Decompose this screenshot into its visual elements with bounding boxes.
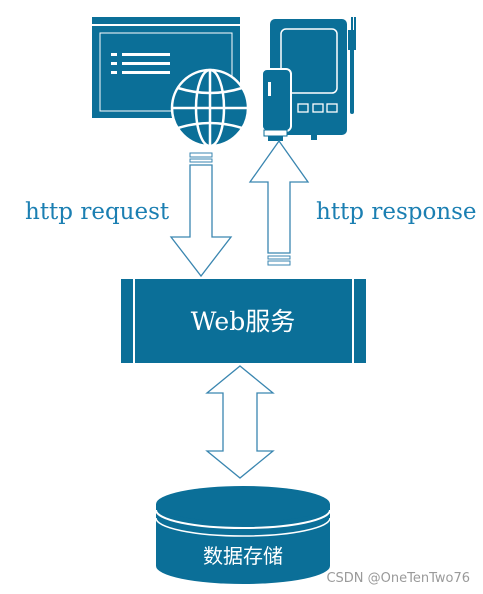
http-request-arrow bbox=[169, 152, 233, 278]
database-cylinder-icon: 数据存储 bbox=[155, 486, 331, 584]
http-request-label: http request bbox=[25, 199, 170, 225]
browser-window-icon bbox=[92, 17, 240, 118]
bidirectional-arrow bbox=[205, 365, 275, 479]
globe-icon bbox=[170, 68, 250, 148]
http-response-label: http response bbox=[316, 199, 477, 225]
usb-stick-icon bbox=[261, 68, 292, 141]
web-service-box: Web服务 bbox=[121, 279, 366, 363]
web-service-label: Web服务 bbox=[191, 307, 295, 336]
watermark-text: CSDN @OneTenTwo76 bbox=[326, 571, 470, 586]
http-response-arrow bbox=[248, 139, 310, 266]
stylus-cable-icon bbox=[348, 17, 356, 114]
data-storage-label: 数据存储 bbox=[203, 544, 283, 568]
